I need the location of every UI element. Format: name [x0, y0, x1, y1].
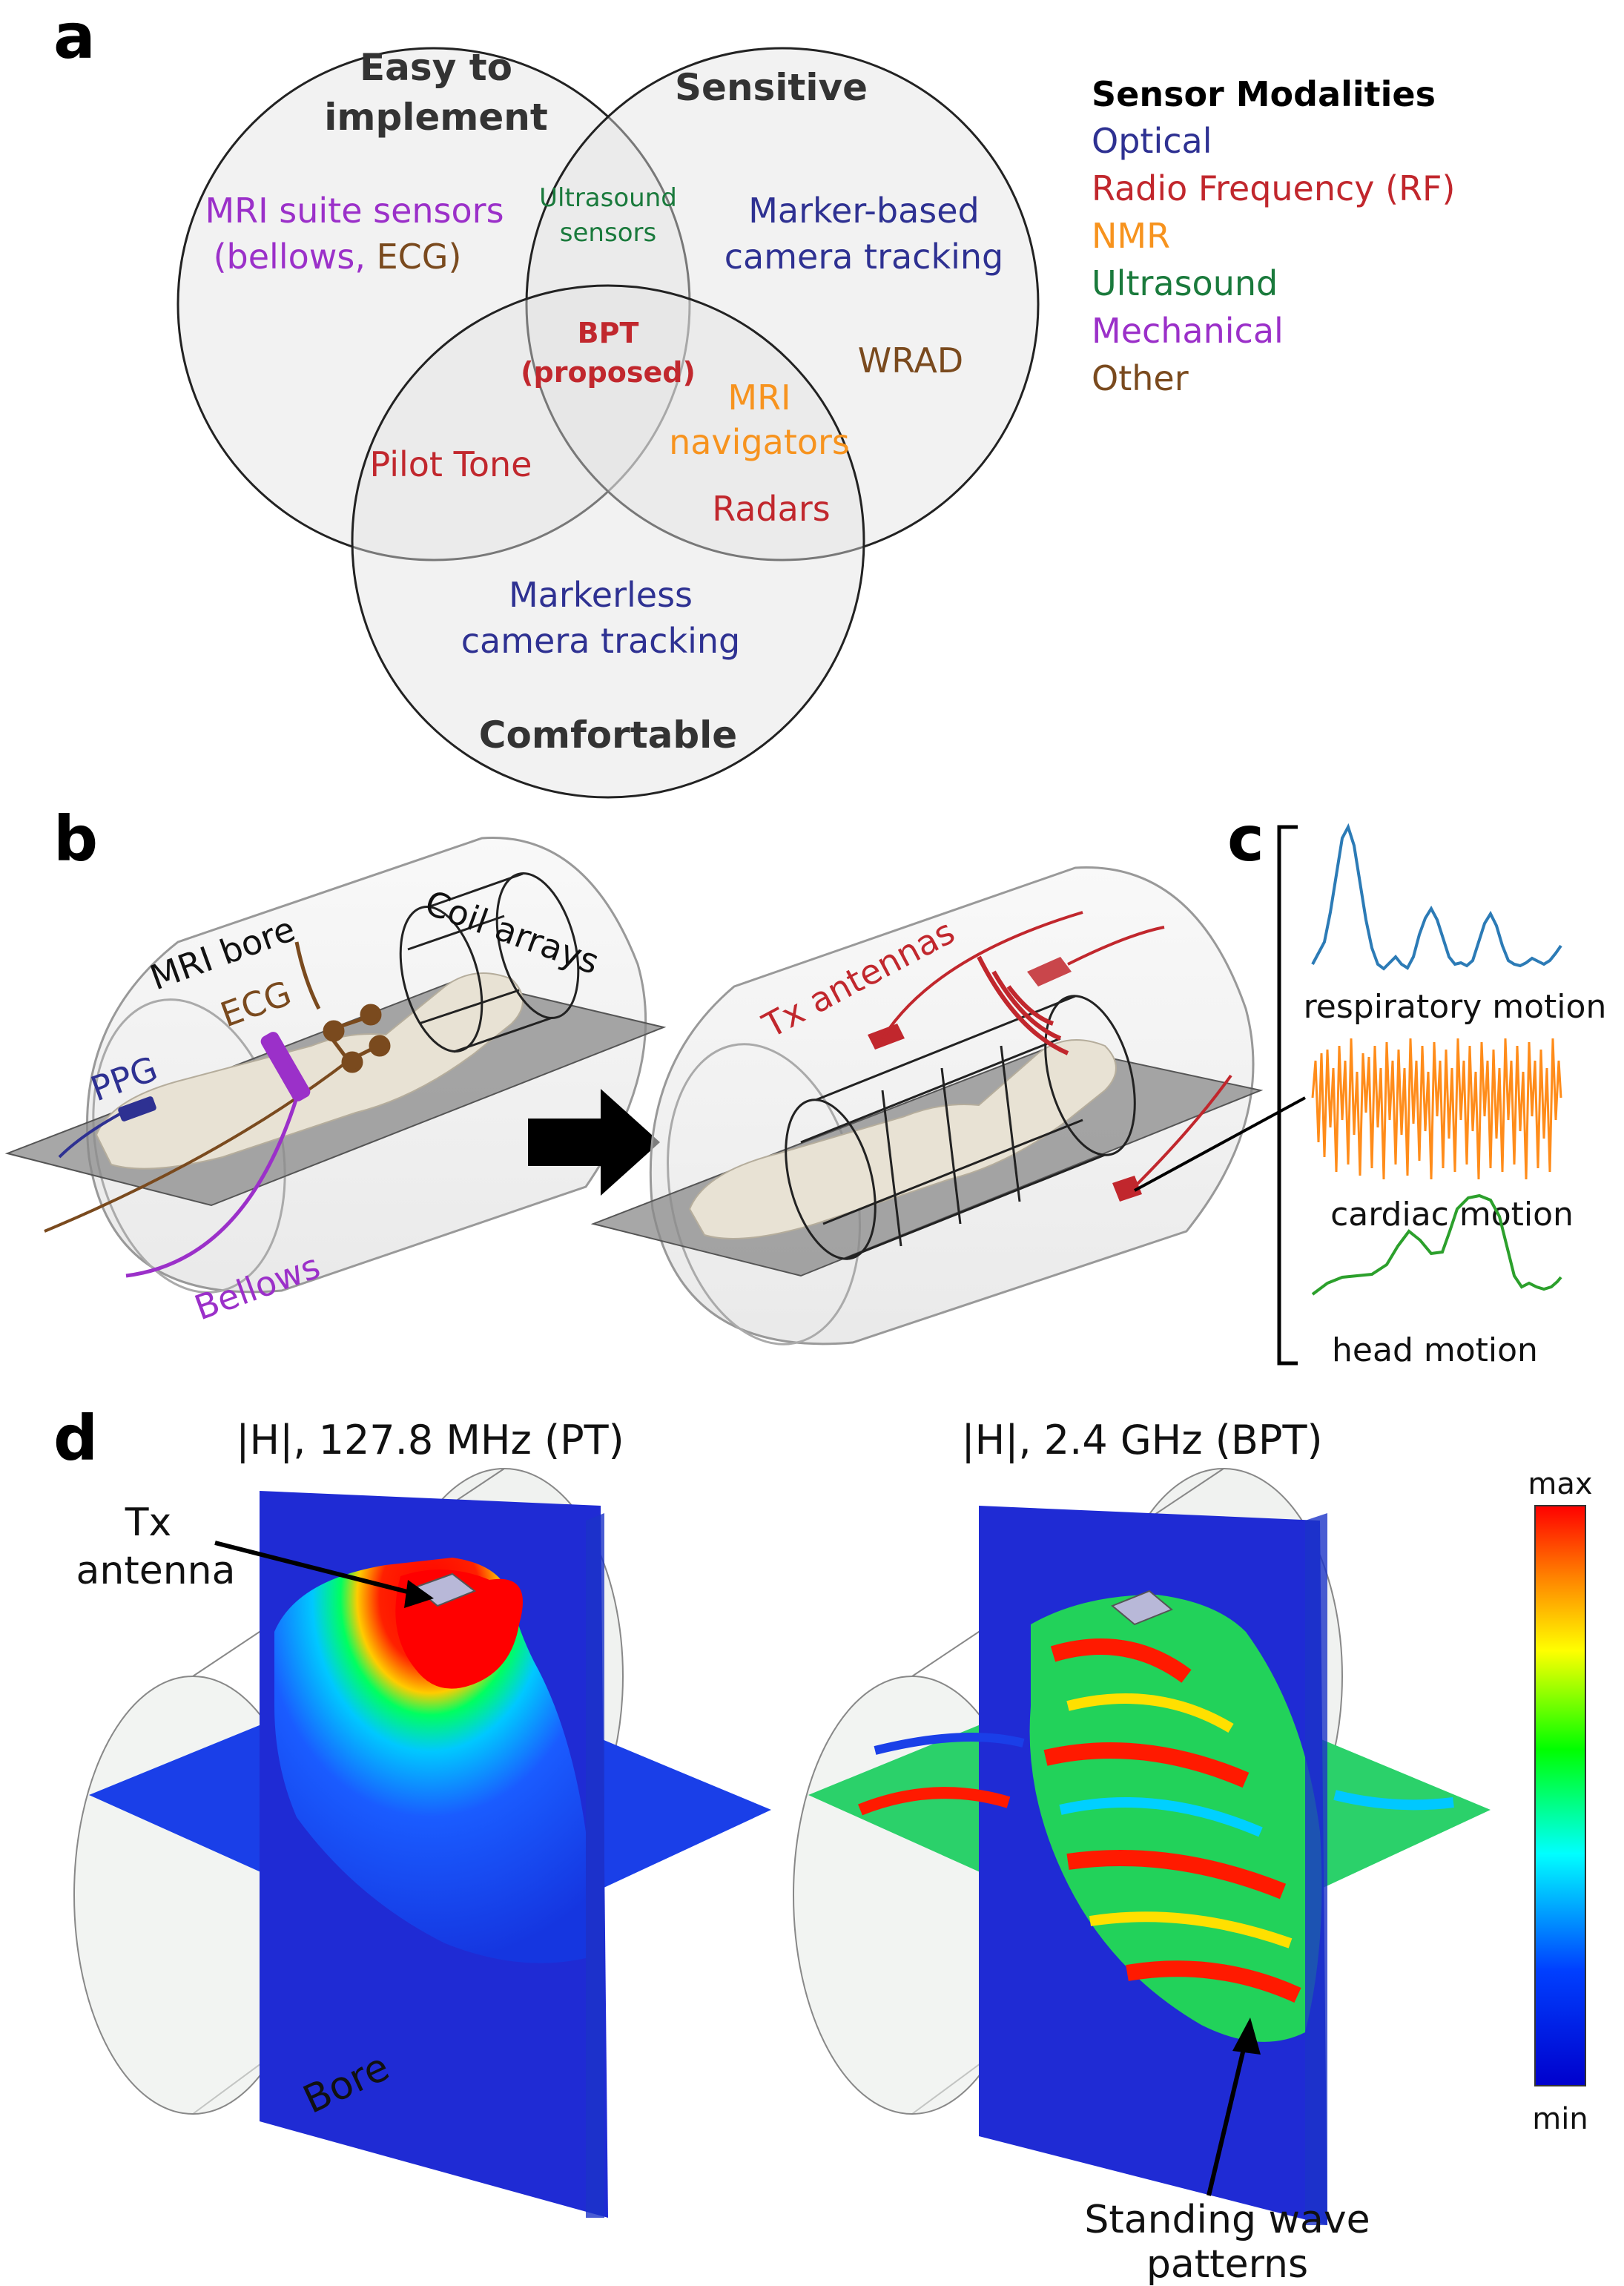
patient-body-right — [688, 1039, 1117, 1239]
venn-title-easy-2: implement — [324, 96, 548, 139]
colorbar: max min — [1528, 1467, 1592, 2136]
ecg-cable — [44, 1059, 350, 1233]
venn-label-bellows: (bellows, — [214, 237, 377, 277]
head-trace — [1311, 1193, 1562, 1296]
venn-diagram: Easy to implement Sensitive Comfortable … — [176, 46, 1040, 799]
legend-title: Sensor Modalities — [1092, 74, 1436, 114]
field-plane-transverse-right — [1305, 1513, 1327, 2225]
panel-label-c: c — [1227, 803, 1264, 875]
ppg-sensor — [118, 1096, 156, 1121]
label-standing-wave-1: Standing wave — [1084, 2198, 1370, 2242]
venn-label-pilot-tone: Pilot Tone — [370, 444, 532, 484]
tx-antenna-bottom — [1112, 1176, 1142, 1202]
antenna-to-signal-line — [1134, 1096, 1306, 1192]
tx-cable-top — [1067, 926, 1165, 966]
field-map-bpt: Standing wave patterns — [793, 1468, 1491, 2286]
legend-item-ultrasound: Ultrasound — [1092, 263, 1278, 303]
venn-label-markerless-2: camera tracking — [461, 621, 741, 661]
legend-item-nmr: NMR — [1092, 216, 1170, 256]
tx-antenna-arrowhead — [404, 1580, 434, 1608]
colorbar-gradient — [1534, 1505, 1586, 2086]
tx-antenna-bpt — [1111, 1590, 1173, 1626]
venn-label-bpt-1: BPT — [578, 317, 639, 349]
standing-wave-arrow — [1207, 2039, 1248, 2196]
legend-item-optical: Optical — [1092, 121, 1212, 161]
label-tx: Tx — [125, 1501, 172, 1545]
standing-wave-bands — [858, 1638, 1454, 2003]
ppg-cable — [58, 1111, 123, 1159]
colorbar-max-label: max — [1528, 1467, 1592, 1501]
field-title-left: |H|, 127.8 MHz (PT) — [236, 1417, 624, 1463]
label-respiratory-motion: respiratory motion — [1304, 988, 1607, 1026]
panel-label-a: a — [53, 0, 96, 73]
panel-label-d: d — [53, 1402, 98, 1475]
venn-circle-sensitive — [525, 47, 1040, 561]
label-standing-wave-2: patterns — [1146, 2242, 1308, 2286]
venn-label-mri-suite-1: MRI suite sensors — [205, 191, 504, 231]
venn-label-paren: ) — [448, 237, 461, 277]
venn-title-easy-1: Easy to — [360, 46, 512, 89]
coil-array-left — [399, 872, 580, 1053]
legend-item-mechanical: Mechanical — [1092, 311, 1284, 351]
scene-conventional-sensors: MRI bore Coil arrays ECG PPG Bellows — [4, 836, 667, 1328]
tx-antenna-arrow — [214, 1541, 420, 1597]
field-region-pt — [274, 1558, 586, 1963]
tx-cable-left — [881, 911, 1083, 1040]
signal-bracket — [1277, 825, 1298, 1366]
signals-panel: respiratory motion cardiac motion head m… — [1277, 823, 1607, 1369]
field-title-right: |H|, 2.4 GHz (BPT) — [961, 1417, 1322, 1463]
respiratory-trace — [1311, 823, 1562, 971]
label-antenna: antenna — [76, 1549, 236, 1593]
venn-title-sensitive: Sensitive — [675, 66, 868, 109]
field-plane-transverse-left — [586, 1513, 604, 2218]
venn-circle-comfortable — [351, 284, 865, 799]
legend-item-other: Other — [1092, 358, 1189, 398]
tx-cable-bottom — [1133, 1074, 1232, 1188]
venn-label-marker-2: camera tracking — [724, 237, 1004, 277]
legend-item-rf: Radio Frequency (RF) — [1092, 168, 1455, 208]
ecg-electrodes — [294, 941, 391, 1073]
venn-label-ultrasound-1: Ultrasound — [539, 183, 677, 213]
field-map-pt: Tx antenna Bore — [73, 1468, 771, 2218]
sensor-legend: Sensor Modalities Optical Radio Frequenc… — [1092, 74, 1455, 398]
bellows-cable — [125, 1097, 299, 1278]
venn-label-radars: Radars — [712, 489, 830, 529]
venn-label-ultrasound-2: sensors — [560, 218, 656, 248]
venn-label-marker-1: Marker-based — [748, 191, 980, 231]
venn-label-ecg: ECG — [377, 237, 449, 277]
colorbar-min-label: min — [1532, 2102, 1588, 2136]
venn-label-mri-nav-1: MRI — [727, 378, 790, 418]
transition-arrow — [528, 1089, 660, 1196]
tx-antenna-top — [977, 926, 1165, 1055]
venn-label-wrad: WRAD — [858, 340, 963, 381]
label-head-motion: head motion — [1332, 1331, 1538, 1369]
venn-label-mri-suite-2: (bellows, ECG) — [214, 237, 462, 277]
panel-label-b: b — [53, 803, 98, 875]
venn-label-mri-nav-2: navigators — [669, 422, 850, 462]
venn-label-bpt-2: (proposed) — [521, 356, 696, 389]
tx-antenna-left — [868, 1024, 905, 1050]
venn-label-markerless-1: Markerless — [509, 575, 693, 615]
bellows-belt — [260, 1032, 311, 1101]
venn-title-comfortable: Comfortable — [479, 714, 737, 757]
scene-bpt-antennas: Tx antennas — [590, 866, 1306, 1345]
patient-body-left — [95, 972, 524, 1170]
cardiac-trace — [1311, 1038, 1562, 1180]
standing-wave-arrowhead — [1232, 2017, 1261, 2055]
